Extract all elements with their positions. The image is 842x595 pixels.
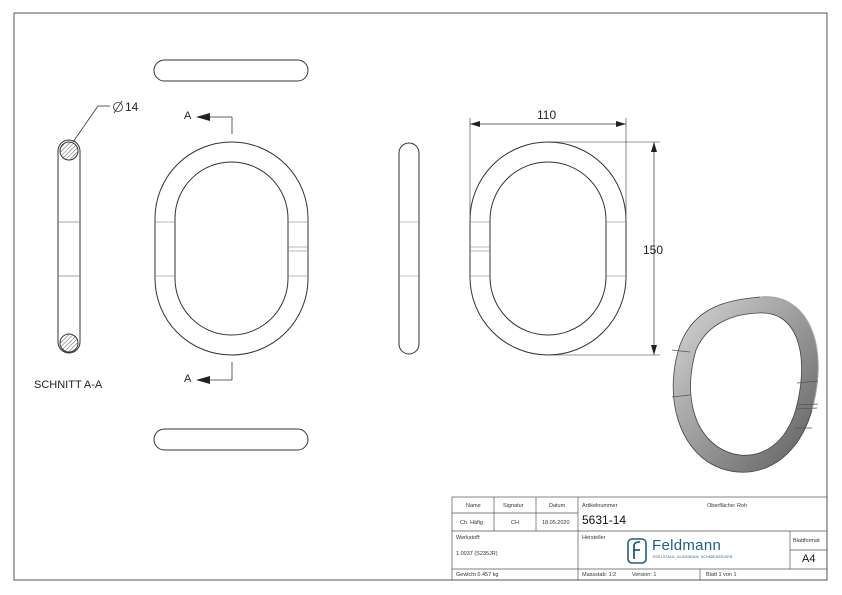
section-marker-top: A xyxy=(184,110,192,122)
sheet-border xyxy=(13,12,828,581)
header-oberflaeche: Oberfläche: Roh xyxy=(707,503,748,509)
massstab: Massstab: 1:2 xyxy=(582,572,617,578)
dimension-height xyxy=(548,141,660,356)
brand-tagline: EDELSTAHL, ALUMINIUM, SCHMIEDEEISEN xyxy=(653,555,733,559)
hersteller-label: Hersteller xyxy=(582,535,606,541)
section-view xyxy=(57,100,123,354)
section-arrow-top xyxy=(196,113,233,134)
title-block-grid xyxy=(451,496,828,581)
feldmann-logo: Feldmann EDELSTAHL, ALUMINIUM, SCHMIEDEE… xyxy=(626,537,736,565)
bottom-view-bar xyxy=(153,428,309,451)
feldmann-logo-icon xyxy=(627,538,647,564)
header-signatur: Signatur xyxy=(503,503,524,509)
brand-name: Feldmann xyxy=(652,537,722,554)
row-signatur: CH xyxy=(511,520,519,526)
header-artikelnummer: Artikelnummer xyxy=(582,503,618,509)
diameter-symbol xyxy=(113,100,123,114)
row-name: Ch. Häfig xyxy=(460,520,483,526)
dimension-width xyxy=(469,118,627,215)
werkstoff-label: Werkstoff: xyxy=(456,535,481,541)
section-arrow-bottom xyxy=(196,362,233,384)
header-datum: Datum xyxy=(549,503,566,509)
header-name: Name xyxy=(466,503,481,509)
dimension-height-label: 150 xyxy=(643,243,664,257)
dimension-width-label: 110 xyxy=(537,108,557,122)
section-marker-bottom: A xyxy=(184,373,192,385)
front-view-ring xyxy=(154,141,309,356)
diameter-label: 14 xyxy=(125,100,139,114)
werkstoff-value: 1.0037 (S235JR) xyxy=(456,551,498,557)
blattformat-value: A4 xyxy=(802,553,816,565)
dimensioned-view-ring xyxy=(469,141,627,356)
section-label: SCHNITT A-A xyxy=(34,379,103,391)
article-number: 5631-14 xyxy=(582,513,627,527)
row-datum: 18.05.2020 xyxy=(542,520,570,526)
section-hatch-bottom xyxy=(59,333,79,353)
isometric-ring-3d xyxy=(671,296,819,473)
top-view-bar xyxy=(153,59,309,82)
side-view xyxy=(398,142,420,355)
diameter-leader xyxy=(72,105,99,143)
section-hatch-top xyxy=(59,141,79,161)
blatt: Blatt 1 von 1 xyxy=(706,572,737,578)
blattformat-label: Blattformat xyxy=(793,538,820,544)
version: Version: 1 xyxy=(632,572,657,578)
gewicht: Gewicht 0.457 kg xyxy=(456,572,499,578)
